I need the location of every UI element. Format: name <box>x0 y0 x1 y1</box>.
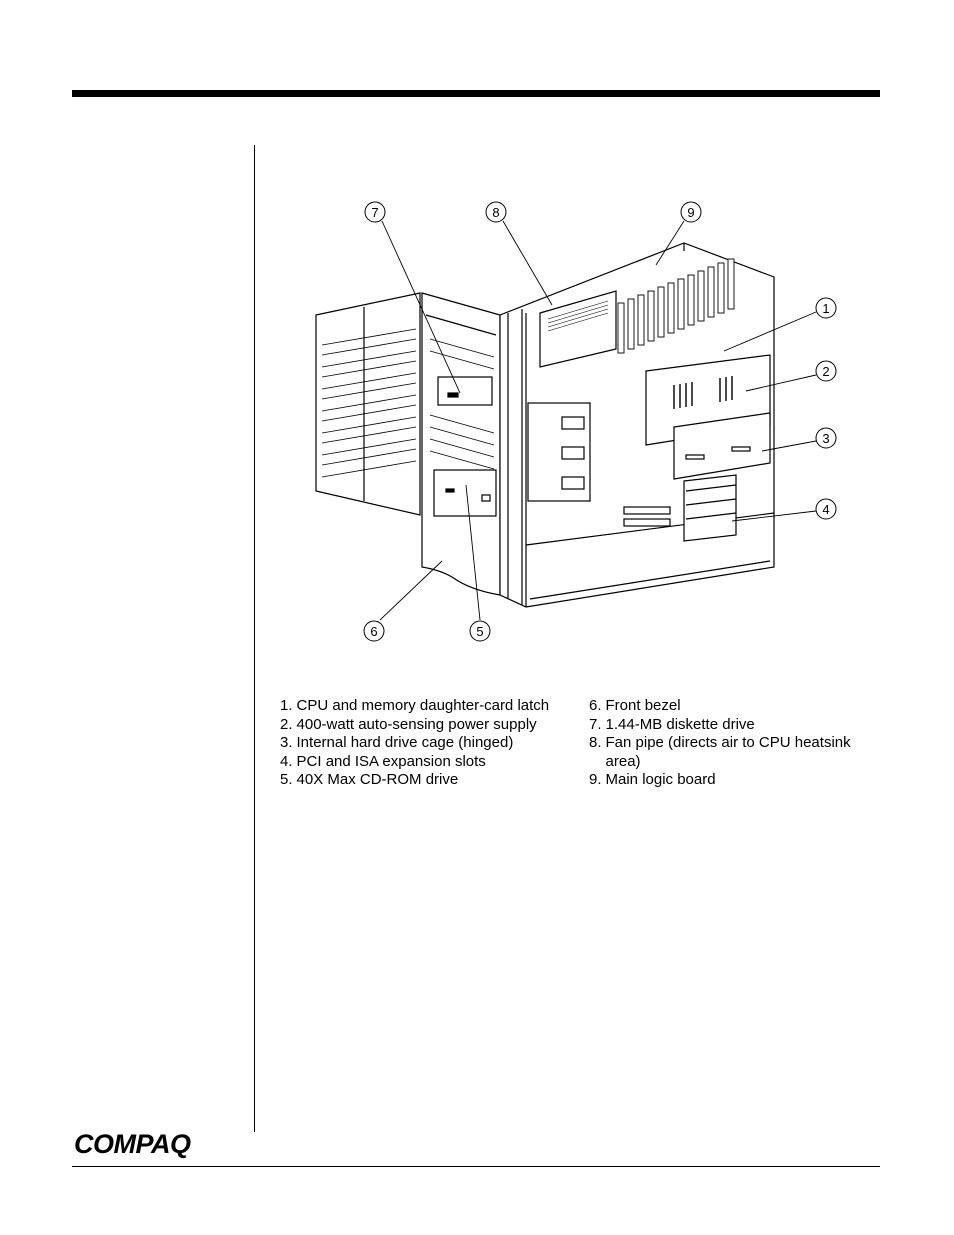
compaq-logo: COMPAQ <box>72 1124 212 1160</box>
legend-item: 3. Internal hard drive cage (hinged) <box>280 734 580 753</box>
legend-item: 4. PCI and ISA expansion slots <box>280 753 580 772</box>
legend-number: 9. <box>589 771 602 788</box>
memory-modules <box>617 258 735 354</box>
drive-bays <box>527 402 591 502</box>
legend-number: 6. <box>589 697 602 714</box>
callout-9: 9 <box>687 205 694 220</box>
legend-item: 9. Main logic board <box>589 771 879 790</box>
callout-6: 6 <box>370 624 377 639</box>
chassis <box>499 242 775 608</box>
diskette-drive <box>437 376 493 406</box>
legend-text: 1.44-MB diskette drive <box>605 715 755 733</box>
legend-item: 1. CPU and memory daughter-card latch <box>280 697 580 716</box>
legend-text: Fan pipe (directs air to CPU heatsink ar… <box>605 734 851 770</box>
legend-right-column: 6. Front bezel 7. 1.44-MB diskette drive… <box>589 697 879 790</box>
legend-number: 7. <box>589 715 602 733</box>
legend-number: 3. <box>280 734 293 751</box>
legend-number: 1. <box>280 697 293 714</box>
expansion-slots <box>623 474 737 542</box>
callout-4: 4 <box>822 502 829 517</box>
legend-item: 2. 400-watt auto-sensing power supply <box>280 716 580 735</box>
legend-item: 7. 1.44-MB diskette drive <box>589 716 879 735</box>
legend-text: PCI and ISA expansion slots <box>296 752 486 770</box>
legend-number: 4. <box>280 752 293 770</box>
callout-5: 5 <box>476 624 483 639</box>
legend-item: 8. Fan pipe (directs air to CPU heatsink… <box>589 734 879 771</box>
fan-pipe <box>539 290 617 368</box>
legend-item: 6. Front bezel <box>589 697 879 716</box>
callout-2: 2 <box>822 364 829 379</box>
callout-3: 3 <box>822 431 829 446</box>
legend-number: 5. <box>280 771 293 788</box>
header-rule <box>72 90 880 97</box>
callout-1: 1 <box>822 301 829 316</box>
legend-text: CPU and memory daughter-card latch <box>296 697 550 714</box>
legend-number: 2. <box>280 715 293 733</box>
legend-text: 400-watt auto-sensing power supply <box>296 715 537 733</box>
legend-text: 40X Max CD-ROM drive <box>296 771 459 788</box>
legend-left-column: 1. CPU and memory daughter-card latch 2.… <box>280 697 580 790</box>
cd-rom-drive <box>433 469 497 517</box>
hard-drive-cage <box>673 412 771 480</box>
front-door <box>315 292 421 516</box>
front-bezel <box>421 292 501 596</box>
legend-text: Main logic board <box>605 771 716 788</box>
margin-rule <box>254 145 255 1132</box>
legend-item: 5. 40X Max CD-ROM drive <box>280 771 580 790</box>
logo-text: COMPAQ <box>74 1129 191 1159</box>
computer-internal-diagram: 7 8 9 1 2 3 4 6 5 <box>300 195 860 655</box>
legend-text: Internal hard drive cage (hinged) <box>296 734 514 751</box>
callout-8: 8 <box>492 205 499 220</box>
callout-7: 7 <box>371 205 378 220</box>
legend-text: Front bezel <box>605 697 681 714</box>
footer-rule <box>72 1166 880 1167</box>
legend-number: 8. <box>589 734 602 751</box>
